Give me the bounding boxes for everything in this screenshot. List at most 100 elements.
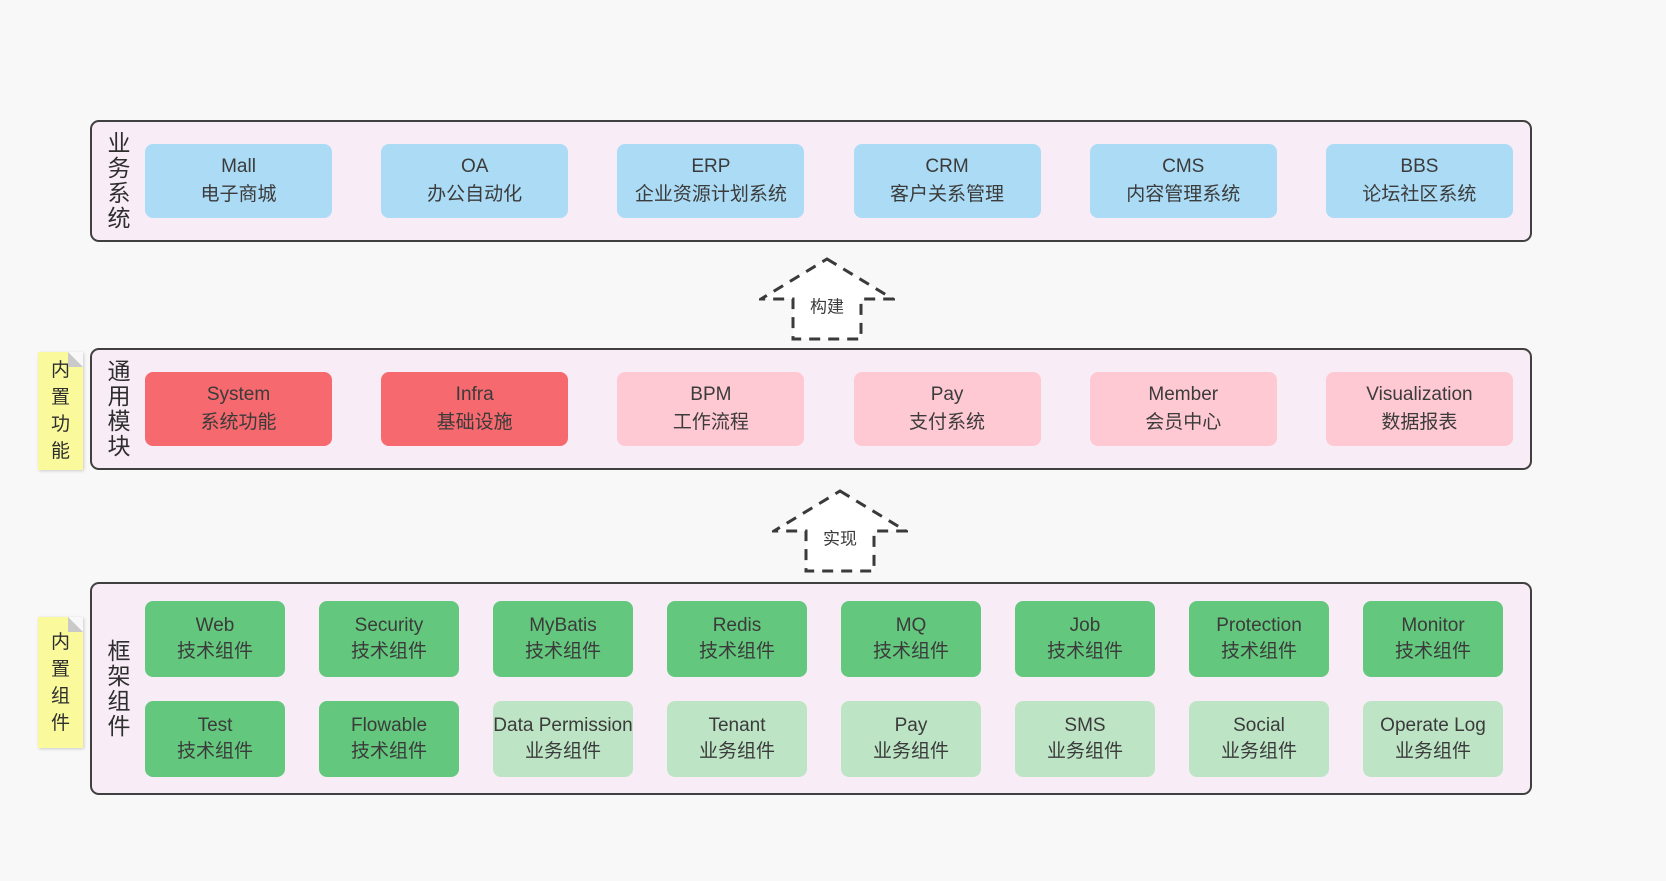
box-subtitle: 论坛社区系统 — [1362, 184, 1477, 205]
box-web: Web 技术组件 — [145, 600, 285, 677]
box-data-permission: Data Permission 业务组件 — [493, 700, 633, 777]
box-title: BBS — [1400, 156, 1439, 177]
band-label-common-modules: 通用模块 — [107, 358, 131, 459]
band-business-systems-rows: Mall 电子商城 OA 办公自动化 ERP 企业资源计划系统 CRM 客户关系… — [132, 144, 1530, 218]
box-title: Pay — [894, 714, 928, 736]
box-subtitle: 业务组件 — [1046, 740, 1123, 762]
box-sms: SMS 业务组件 — [1015, 700, 1155, 777]
box-title: Pay — [930, 384, 964, 405]
box-subtitle: 工作流程 — [672, 412, 749, 433]
box-mybatis: MyBatis 技术组件 — [493, 600, 633, 677]
business-systems-row: Mall 电子商城 OA 办公自动化 ERP 企业资源计划系统 CRM 客户关系… — [145, 144, 1513, 218]
box-title: Redis — [712, 614, 762, 636]
box-title: Member — [1148, 384, 1219, 405]
box-title: Visualization — [1366, 384, 1473, 405]
box-subtitle: 办公自动化 — [427, 184, 523, 205]
sticky-note-text: 内置组件 — [50, 631, 70, 734]
box-title: Tenant — [708, 714, 766, 736]
sticky-note-built-in-components: 内置组件 — [38, 617, 83, 748]
box-title: CRM — [925, 156, 969, 177]
box-system: System 系统功能 — [145, 372, 332, 446]
box-bbs: BBS 论坛社区系统 — [1325, 144, 1513, 218]
box-subtitle: 技术组件 — [176, 640, 253, 662]
box-subtitle: 支付系统 — [909, 412, 986, 433]
box-subtitle: 数据报表 — [1381, 412, 1458, 433]
box-infra: Infra 基础设施 — [381, 372, 569, 446]
box-title: Monitor — [1401, 614, 1465, 636]
framework-components-row-2: Test 技术组件 Flowable 技术组件 Data Permission … — [145, 700, 1503, 777]
box-subtitle: 系统功能 — [200, 412, 277, 433]
box-title: Security — [354, 614, 424, 636]
box-title: Mall — [221, 156, 256, 177]
box-subtitle: 业务组件 — [1220, 740, 1297, 762]
box-subtitle: 技术组件 — [350, 740, 427, 762]
box-mall: Mall 电子商城 — [145, 144, 332, 218]
box-subtitle: 基础设施 — [436, 412, 513, 433]
box-title: Test — [197, 714, 233, 736]
box-member: Member 会员中心 — [1089, 372, 1277, 446]
box-pay-system: Pay 支付系统 — [853, 372, 1041, 446]
band-framework-components: 框架组件 Web 技术组件 Security 技术组件 MyBatis 技术组件… — [90, 582, 1532, 795]
box-subtitle: 业务组件 — [872, 740, 949, 762]
box-title: CMS — [1162, 156, 1205, 177]
box-subtitle: 技术组件 — [176, 740, 253, 762]
box-title: BPM — [690, 384, 732, 405]
box-subtitle: 技术组件 — [1394, 640, 1471, 662]
box-title: SMS — [1064, 714, 1106, 736]
box-visualization: Visualization 数据报表 — [1325, 372, 1513, 446]
box-mq: MQ 技术组件 — [841, 600, 981, 677]
box-subtitle: 电子商城 — [200, 184, 277, 205]
box-subtitle: 技术组件 — [350, 640, 427, 662]
box-title: OA — [460, 156, 489, 177]
box-title: MyBatis — [529, 614, 597, 636]
box-subtitle: 技术组件 — [698, 640, 775, 662]
implement-arrow: 实现 — [772, 489, 908, 573]
box-title: System — [206, 384, 271, 405]
band-common-modules: 通用模块 System 系统功能 Infra 基础设施 BPM 工作流程 Pay… — [90, 348, 1532, 470]
box-title: Protection — [1216, 614, 1302, 636]
box-title: Social — [1233, 714, 1285, 736]
box-pay-component: Pay 业务组件 — [841, 700, 981, 777]
box-oa: OA 办公自动化 — [381, 144, 569, 218]
box-security: Security 技术组件 — [319, 600, 459, 677]
band-common-modules-rows: System 系统功能 Infra 基础设施 BPM 工作流程 Pay 支付系统… — [132, 372, 1530, 446]
box-operate-log: Operate Log 业务组件 — [1363, 700, 1503, 777]
box-subtitle: 技术组件 — [872, 640, 949, 662]
sticky-note-text: 内置功能 — [50, 360, 70, 462]
box-title: Web — [195, 614, 235, 636]
framework-components-row-1: Web 技术组件 Security 技术组件 MyBatis 技术组件 Redi… — [145, 600, 1503, 677]
box-job: Job 技术组件 — [1015, 600, 1155, 677]
box-subtitle: 业务组件 — [1394, 740, 1471, 762]
box-flowable: Flowable 技术组件 — [319, 700, 459, 777]
box-tenant: Tenant 业务组件 — [667, 700, 807, 777]
box-erp: ERP 企业资源计划系统 — [617, 144, 805, 218]
box-crm: CRM 客户关系管理 — [853, 144, 1041, 218]
build-arrow-label: 构建 — [808, 292, 846, 318]
box-subtitle: 技术组件 — [1220, 640, 1297, 662]
common-modules-row: System 系统功能 Infra 基础设施 BPM 工作流程 Pay 支付系统… — [145, 372, 1513, 446]
box-subtitle: 内容管理系统 — [1126, 184, 1241, 205]
sticky-note-built-in-features: 内置功能 — [38, 352, 83, 470]
box-protection: Protection 技术组件 — [1189, 600, 1329, 677]
box-subtitle: 客户关系管理 — [890, 184, 1005, 205]
box-title: Operate Log — [1380, 714, 1486, 736]
box-subtitle: 企业资源计划系统 — [634, 184, 787, 205]
box-title: MQ — [895, 614, 927, 636]
box-title: ERP — [691, 156, 731, 177]
box-cms: CMS 内容管理系统 — [1089, 144, 1277, 218]
band-label-business-systems: 业务系统 — [107, 130, 131, 231]
box-monitor: Monitor 技术组件 — [1363, 600, 1503, 677]
box-title: Job — [1069, 614, 1101, 636]
box-social: Social 业务组件 — [1189, 700, 1329, 777]
box-redis: Redis 技术组件 — [667, 600, 807, 677]
box-title: Flowable — [350, 714, 428, 736]
implement-arrow-label: 实现 — [821, 524, 859, 550]
box-subtitle: 业务组件 — [524, 740, 601, 762]
box-subtitle: 业务组件 — [698, 740, 775, 762]
band-label-framework-components: 框架组件 — [107, 637, 131, 739]
box-subtitle: 技术组件 — [1046, 640, 1123, 662]
box-title: Infra — [455, 384, 494, 405]
box-bpm: BPM 工作流程 — [617, 372, 805, 446]
box-test: Test 技术组件 — [145, 700, 285, 777]
